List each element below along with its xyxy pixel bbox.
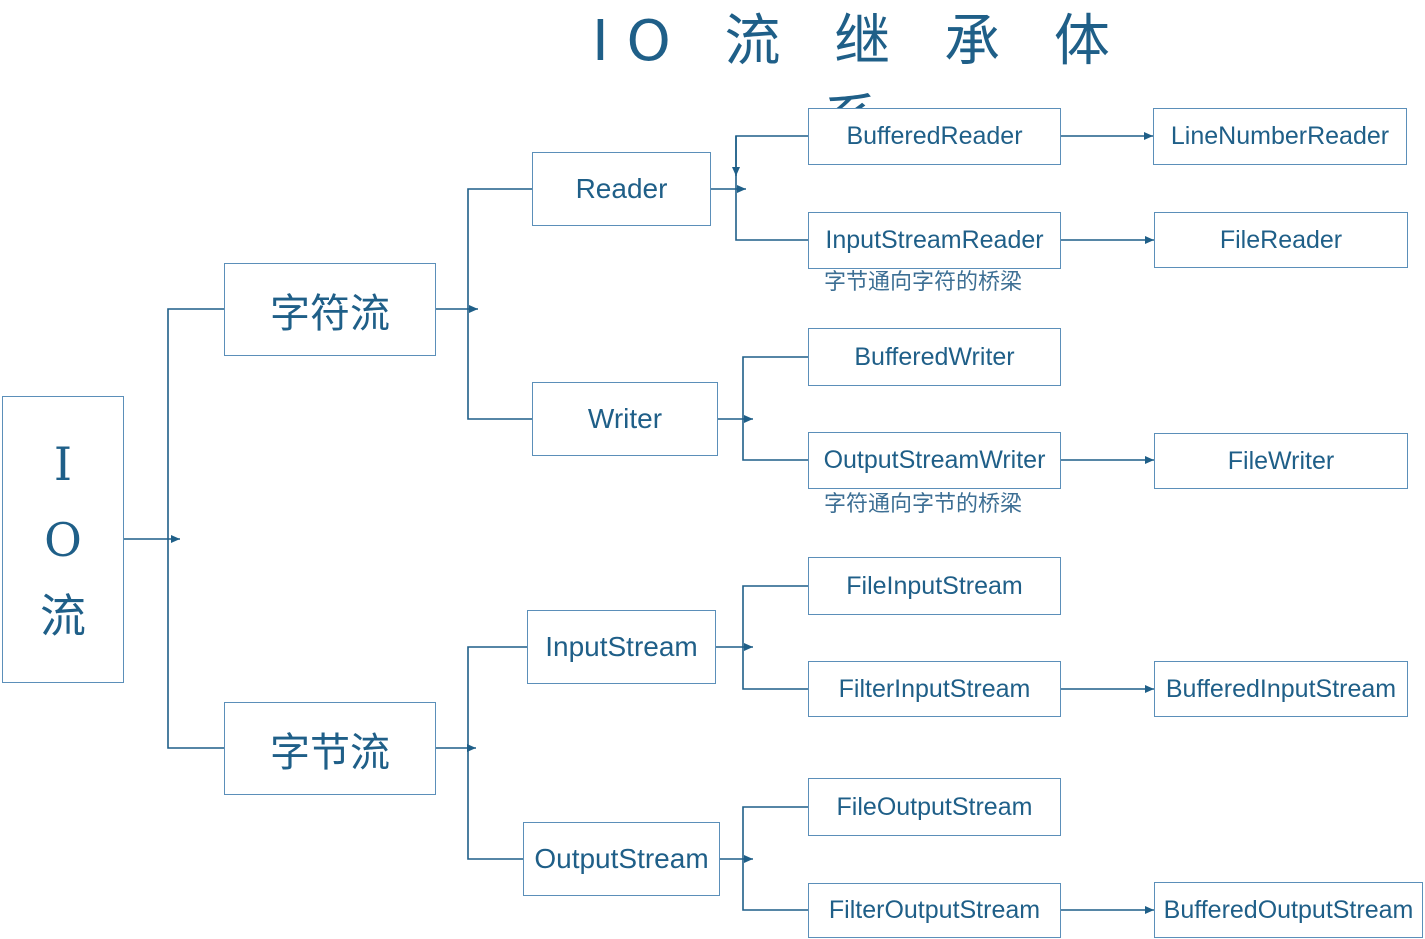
filter-input-stream-node: FilterInputStream	[808, 661, 1061, 717]
output-stream-node: OutputStream	[523, 822, 720, 896]
file-writer-node: FileWriter	[1154, 433, 1408, 489]
file-reader-node: FileReader	[1154, 212, 1408, 268]
reader-node: Reader	[532, 152, 711, 226]
writer-node: Writer	[532, 382, 718, 456]
char-stream-node: 字符流	[224, 263, 436, 356]
root-label-line-2: O	[44, 512, 82, 567]
input-stream-reader-node: InputStreamReader	[808, 212, 1061, 269]
line-number-reader-node: LineNumberReader	[1153, 108, 1407, 165]
buffered-output-stream-node: BufferedOutputStream	[1154, 882, 1423, 938]
byte-stream-node: 字节流	[224, 702, 436, 795]
file-input-stream-node: FileInputStream	[808, 557, 1061, 615]
buffered-reader-node: BufferedReader	[808, 108, 1061, 165]
buffered-input-stream-node: BufferedInputStream	[1154, 661, 1408, 717]
output-stream-writer-node: OutputStreamWriter	[808, 432, 1061, 489]
root-label-line-3: 流	[40, 588, 86, 643]
input-stream-node: InputStream	[527, 610, 716, 684]
input-stream-reader-note: 字节通向字符的桥梁	[824, 270, 1023, 295]
io-stream-root-node: I O 流	[2, 396, 124, 683]
buffered-writer-node: BufferedWriter	[808, 328, 1061, 386]
filter-output-stream-node: FilterOutputStream	[808, 883, 1061, 938]
file-output-stream-node: FileOutputStream	[808, 778, 1061, 836]
output-stream-writer-note: 字符通向字节的桥梁	[824, 492, 1023, 517]
root-label-line-1: I	[53, 436, 73, 491]
